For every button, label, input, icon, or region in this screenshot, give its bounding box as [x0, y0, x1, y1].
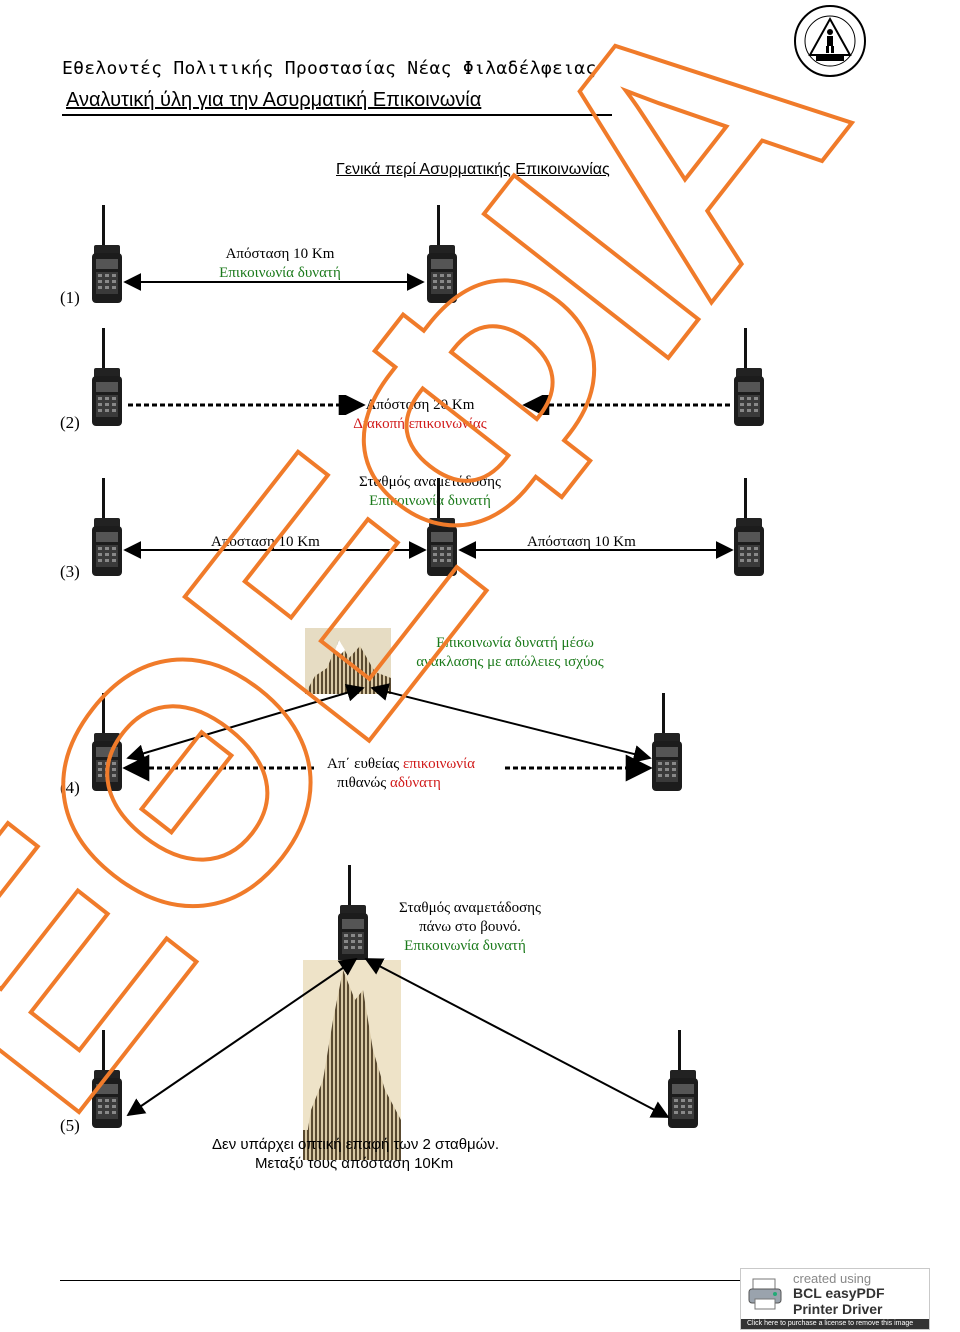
scenario-3-repeater: Σταθμός αναμετάδοσης [359, 474, 501, 490]
scenario-5-repeater-line2: πάνω στο βουνό. [419, 919, 521, 935]
document-title: Αναλυτική ύλη για την Ασυρματική Επικοιν… [66, 89, 482, 111]
scenario-1-number: (1) [60, 288, 80, 307]
scenario-4-direct: Απ΄ ευθείας επικοινωνία [327, 755, 475, 773]
badge-purchase-link[interactable]: Click here to purchase a license to remo… [741, 1319, 929, 1329]
printer-icon [748, 1278, 782, 1310]
scenario-4-reflection-line1: Επικοινωνία δυνατή μέσω [436, 635, 594, 651]
scenario-5-note-line1: Δεν υπάρχει οπτική επαφή των 2 σταθμών. [212, 1136, 500, 1153]
link-arrows [123, 541, 734, 559]
scenario-4-maybe: πιθανώς αδύνατη [337, 774, 441, 792]
pdf-driver-badge[interactable]: created using BCL easyPDF Printer Driver… [740, 1268, 930, 1330]
scenario-5-status: Επικοινωνία δυνατή [404, 938, 526, 954]
scenario-5-repeater-line1: Σταθμός αναμετάδοσης [399, 900, 541, 916]
scenario-2-status: Διακοπή επικοινωνίας [353, 416, 487, 429]
direct-word: επικοινωνία [402, 756, 475, 772]
header-rule [62, 114, 612, 116]
scenario-3-number: (3) [60, 562, 80, 581]
maybe-word: αδύνατη [390, 775, 441, 791]
badge-line1: created using [793, 1271, 872, 1286]
footer-rule [60, 1280, 928, 1281]
radio-icon [427, 478, 457, 576]
scenario-3-status: Επικοινωνία δυνατή [369, 493, 491, 509]
scenario-2-number: (2) [60, 413, 80, 432]
mountain-image [305, 628, 391, 694]
organization-name: Εθελοντές Πολιτικής Προστασίας Νέας Φιλα… [62, 58, 597, 79]
scenario-4-number: (4) [60, 778, 80, 797]
radio-icon [734, 478, 764, 576]
radio-icon [92, 328, 122, 426]
radio-icon [427, 205, 457, 303]
maybe-prefix: πιθανώς [337, 775, 390, 791]
scenario-2-distance: Απόσταση 20 Km [365, 397, 475, 413]
radio-icon [92, 478, 122, 576]
scenario-1-distance: Απόσταση 10 Km [225, 246, 335, 262]
section-subtitle: Γενικά περί Ασυρματικής Επικοινωνίας [336, 161, 610, 178]
broken-link-arrows [128, 395, 730, 415]
badge-line3: Printer Driver [793, 1301, 883, 1317]
radio-icon [734, 328, 764, 426]
reflection-arrows [122, 683, 653, 782]
scenario-5-number: (5) [60, 1116, 80, 1135]
direct-prefix: Απ΄ ευθείας [327, 756, 403, 772]
badge-line2: BCL easyPDF [793, 1285, 885, 1301]
scenario-5-note-line2: Μεταξύ τους απόσταση 10Km [255, 1155, 454, 1172]
scenario-4-reflection-line2: ανάκλασης με απώλειες ισχύος [416, 654, 604, 670]
repeater-arrows [126, 957, 670, 1118]
link-arrow [123, 273, 425, 291]
organization-logo [790, 4, 870, 78]
